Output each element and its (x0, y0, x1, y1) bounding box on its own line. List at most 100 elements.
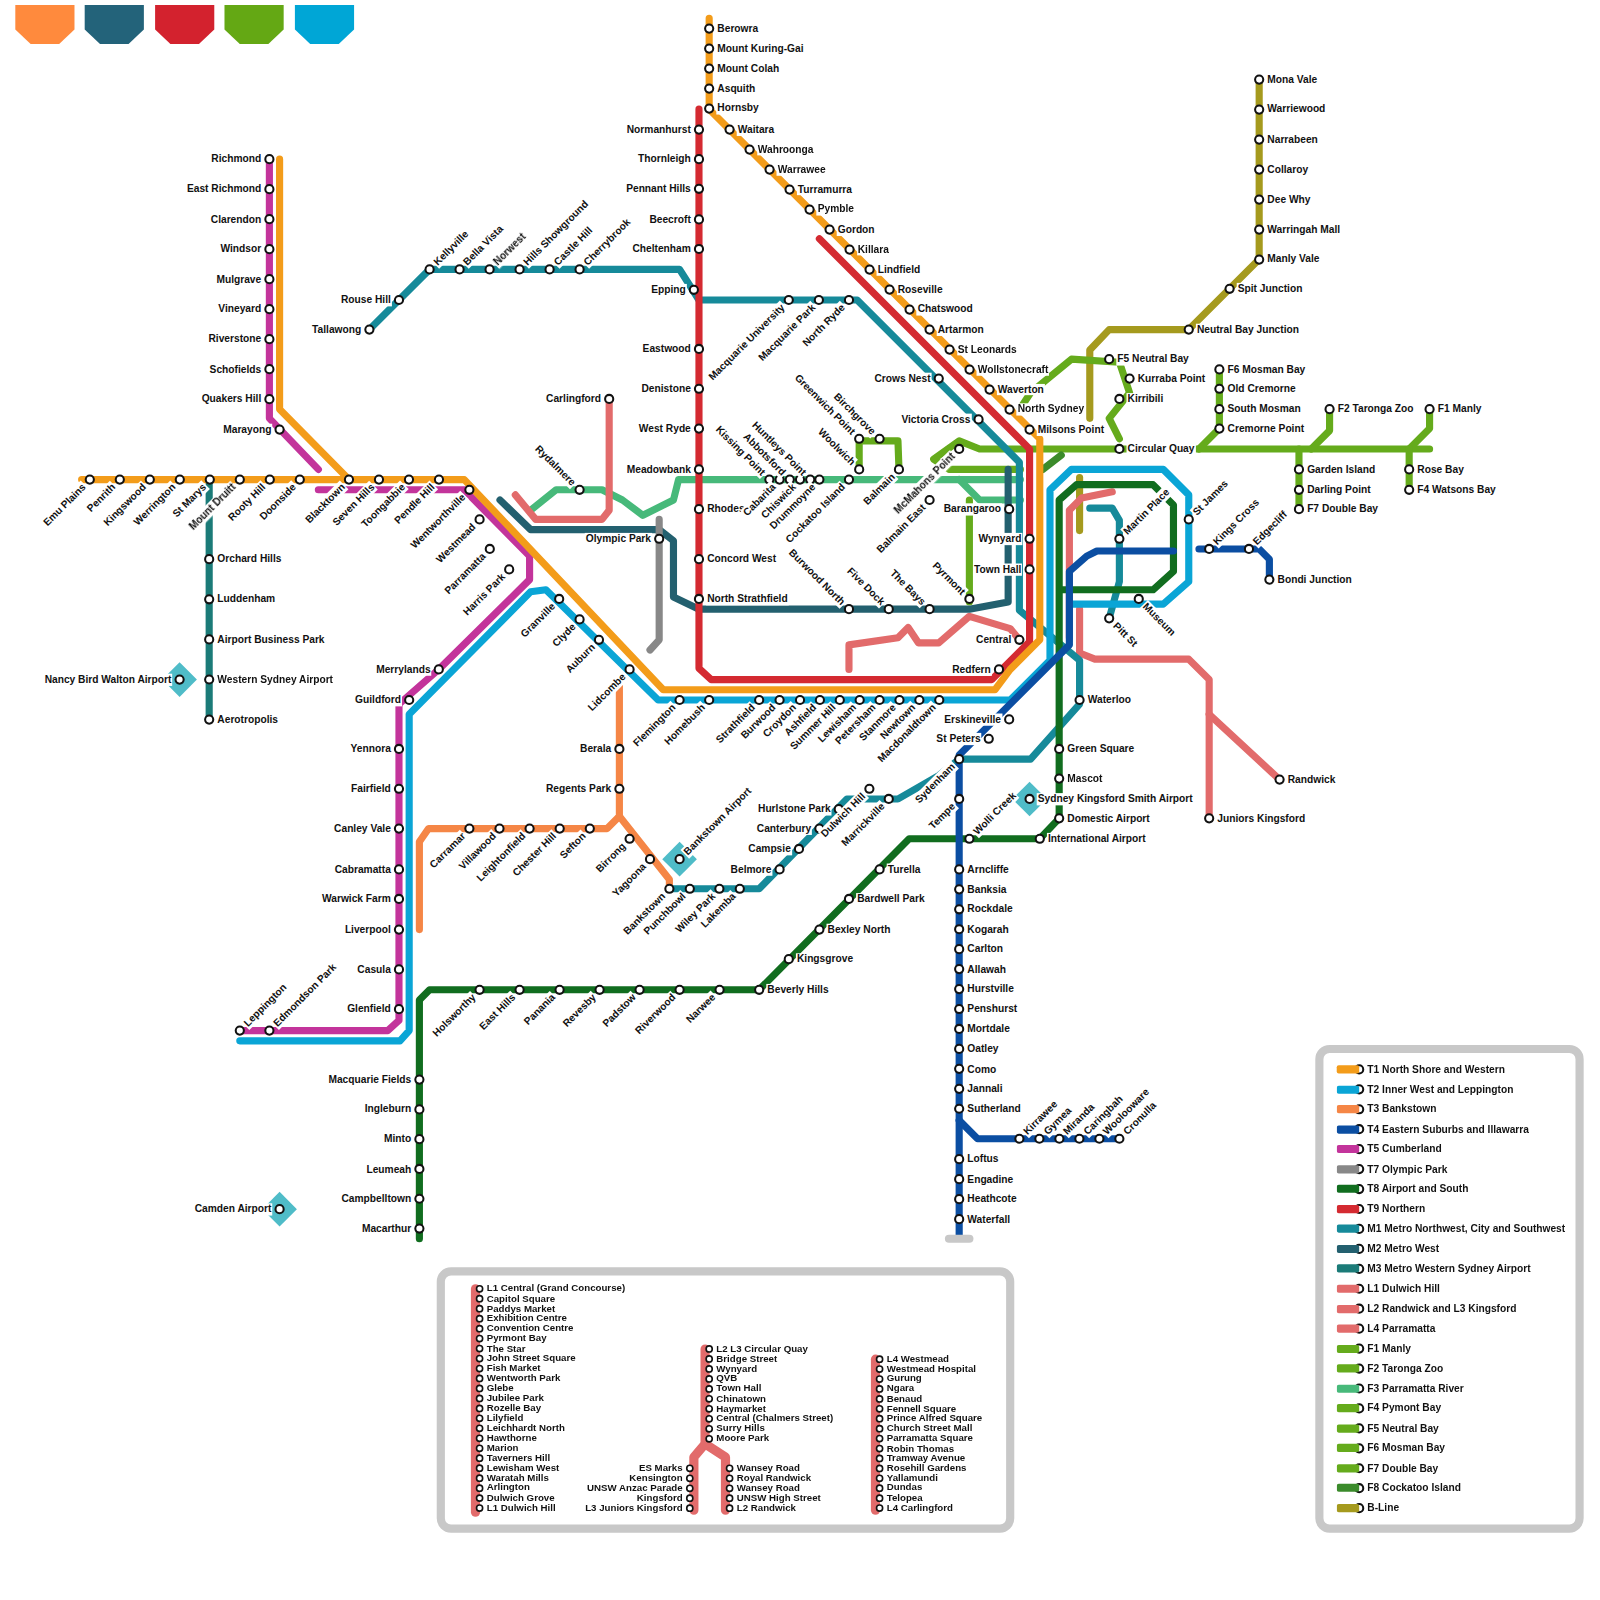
station-dot (836, 696, 844, 704)
station-dot (955, 1105, 963, 1113)
station-label: Riverstone (207, 333, 262, 345)
station-dot (955, 755, 963, 763)
station-label: Oatley (966, 1043, 999, 1055)
station-dot (695, 345, 703, 353)
legend-text: T3 Bankstown (1367, 1103, 1436, 1115)
station-label: Beecroft (648, 214, 691, 226)
station-label: Bankstown Airport (680, 784, 754, 858)
station-label: Central (975, 634, 1012, 646)
station-dot (1035, 1135, 1043, 1143)
station-label: Minto (383, 1133, 412, 1145)
station-label: East Richmond (186, 183, 262, 195)
station-label: Macarthur (361, 1223, 412, 1235)
station-dot (895, 465, 903, 473)
station-label: Revesby (559, 991, 598, 1030)
station-label: Milsons Point (1037, 424, 1105, 436)
station-dot (955, 925, 963, 933)
station-label: Meadowbank (626, 464, 692, 476)
station-dot (1115, 395, 1123, 403)
station-dot (477, 1445, 483, 1451)
station-label: Wynyard (977, 533, 1022, 545)
station-dot (477, 1316, 483, 1322)
station-dot (395, 865, 403, 873)
legend-swatch (1337, 1305, 1359, 1313)
station-dot (815, 926, 823, 934)
station-dot (876, 865, 884, 873)
station-label: Burwood North (786, 546, 848, 608)
legend-swatch (1337, 1245, 1359, 1253)
station-dot (477, 1485, 483, 1491)
station-dot (886, 286, 894, 294)
legend-swatch (1337, 1404, 1359, 1412)
station-dot (706, 1396, 712, 1402)
legend-swatch (1337, 1384, 1359, 1392)
station-label: Vineyard (217, 303, 262, 315)
legend-text: F7 Double Bay (1367, 1462, 1438, 1474)
station-dot (926, 496, 934, 504)
station-label: Beverly Hills (766, 984, 829, 996)
stop-label: L4 Carlingford (886, 1503, 954, 1514)
station-label: Mount Kuring-Gai (716, 43, 804, 55)
station-dot (877, 1436, 883, 1442)
station-label: Ingleburn (364, 1103, 413, 1115)
station-dot (476, 986, 484, 994)
station-dot (476, 515, 484, 523)
station-dot (877, 1495, 883, 1501)
station-label: Auburn (563, 641, 598, 676)
legend-swatch (1337, 1265, 1359, 1273)
station-dot (974, 415, 982, 423)
station-dot (395, 895, 403, 903)
station-label: Carlingford (545, 393, 602, 405)
station-dot (955, 965, 963, 973)
station-label: Wahroonga (757, 144, 815, 156)
station-dot (1105, 355, 1113, 363)
station-dot (1026, 535, 1034, 543)
station-dot (556, 986, 564, 994)
station-dot (676, 696, 684, 704)
station-dot (687, 1465, 693, 1471)
station-dot (1226, 285, 1234, 293)
station-label: Epping (650, 284, 687, 296)
station-label: Hurstville (966, 983, 1015, 995)
station-label: Mona Vale (1266, 74, 1318, 86)
station-label: Tempe (926, 800, 958, 832)
station-dot (695, 424, 703, 432)
station-label: Rose Bay (1416, 464, 1465, 476)
station-dot (1015, 636, 1023, 644)
station-label: Hurlstone Park (757, 803, 832, 815)
station-label: Windsor (219, 243, 262, 255)
station-dot (595, 636, 603, 644)
station-dot (546, 265, 554, 273)
station-label: Wollstonecraft (977, 364, 1050, 376)
station-label: Mount Colah (716, 63, 780, 75)
station-dot (1215, 385, 1223, 393)
station-dot (815, 296, 823, 304)
station-label: Quakers Hill (201, 393, 263, 405)
station-label: Kingsgrove (796, 953, 854, 965)
station-dot (706, 1436, 712, 1442)
station-dot (676, 855, 684, 863)
station-label: North Strathfield (706, 593, 789, 605)
station-label: Darling Point (1306, 484, 1372, 496)
station-dot (456, 265, 464, 273)
station-dot (465, 486, 473, 494)
station-label: Belmore (730, 864, 773, 876)
legend-text: F6 Mosman Bay (1367, 1442, 1445, 1454)
station-label: Sydney Kingsford Smith Airport (1037, 793, 1194, 805)
station-label: Luddenham (216, 593, 276, 605)
station-dot (477, 1365, 483, 1371)
station-dot (955, 1155, 963, 1163)
station-dot (906, 306, 914, 314)
legend-text: M2 Metro West (1367, 1243, 1439, 1255)
station-dot (345, 476, 353, 484)
station-label: St James (1190, 477, 1231, 518)
station-dot (665, 885, 673, 893)
station-dot (265, 365, 273, 373)
station-label: Warrawee (777, 164, 827, 176)
station-label: Denistone (640, 383, 691, 395)
station-label: Bexley North (827, 924, 892, 936)
station-dot (687, 1495, 693, 1501)
station-dot (727, 1495, 733, 1501)
station-dot (206, 476, 214, 484)
station-dot (786, 186, 794, 194)
